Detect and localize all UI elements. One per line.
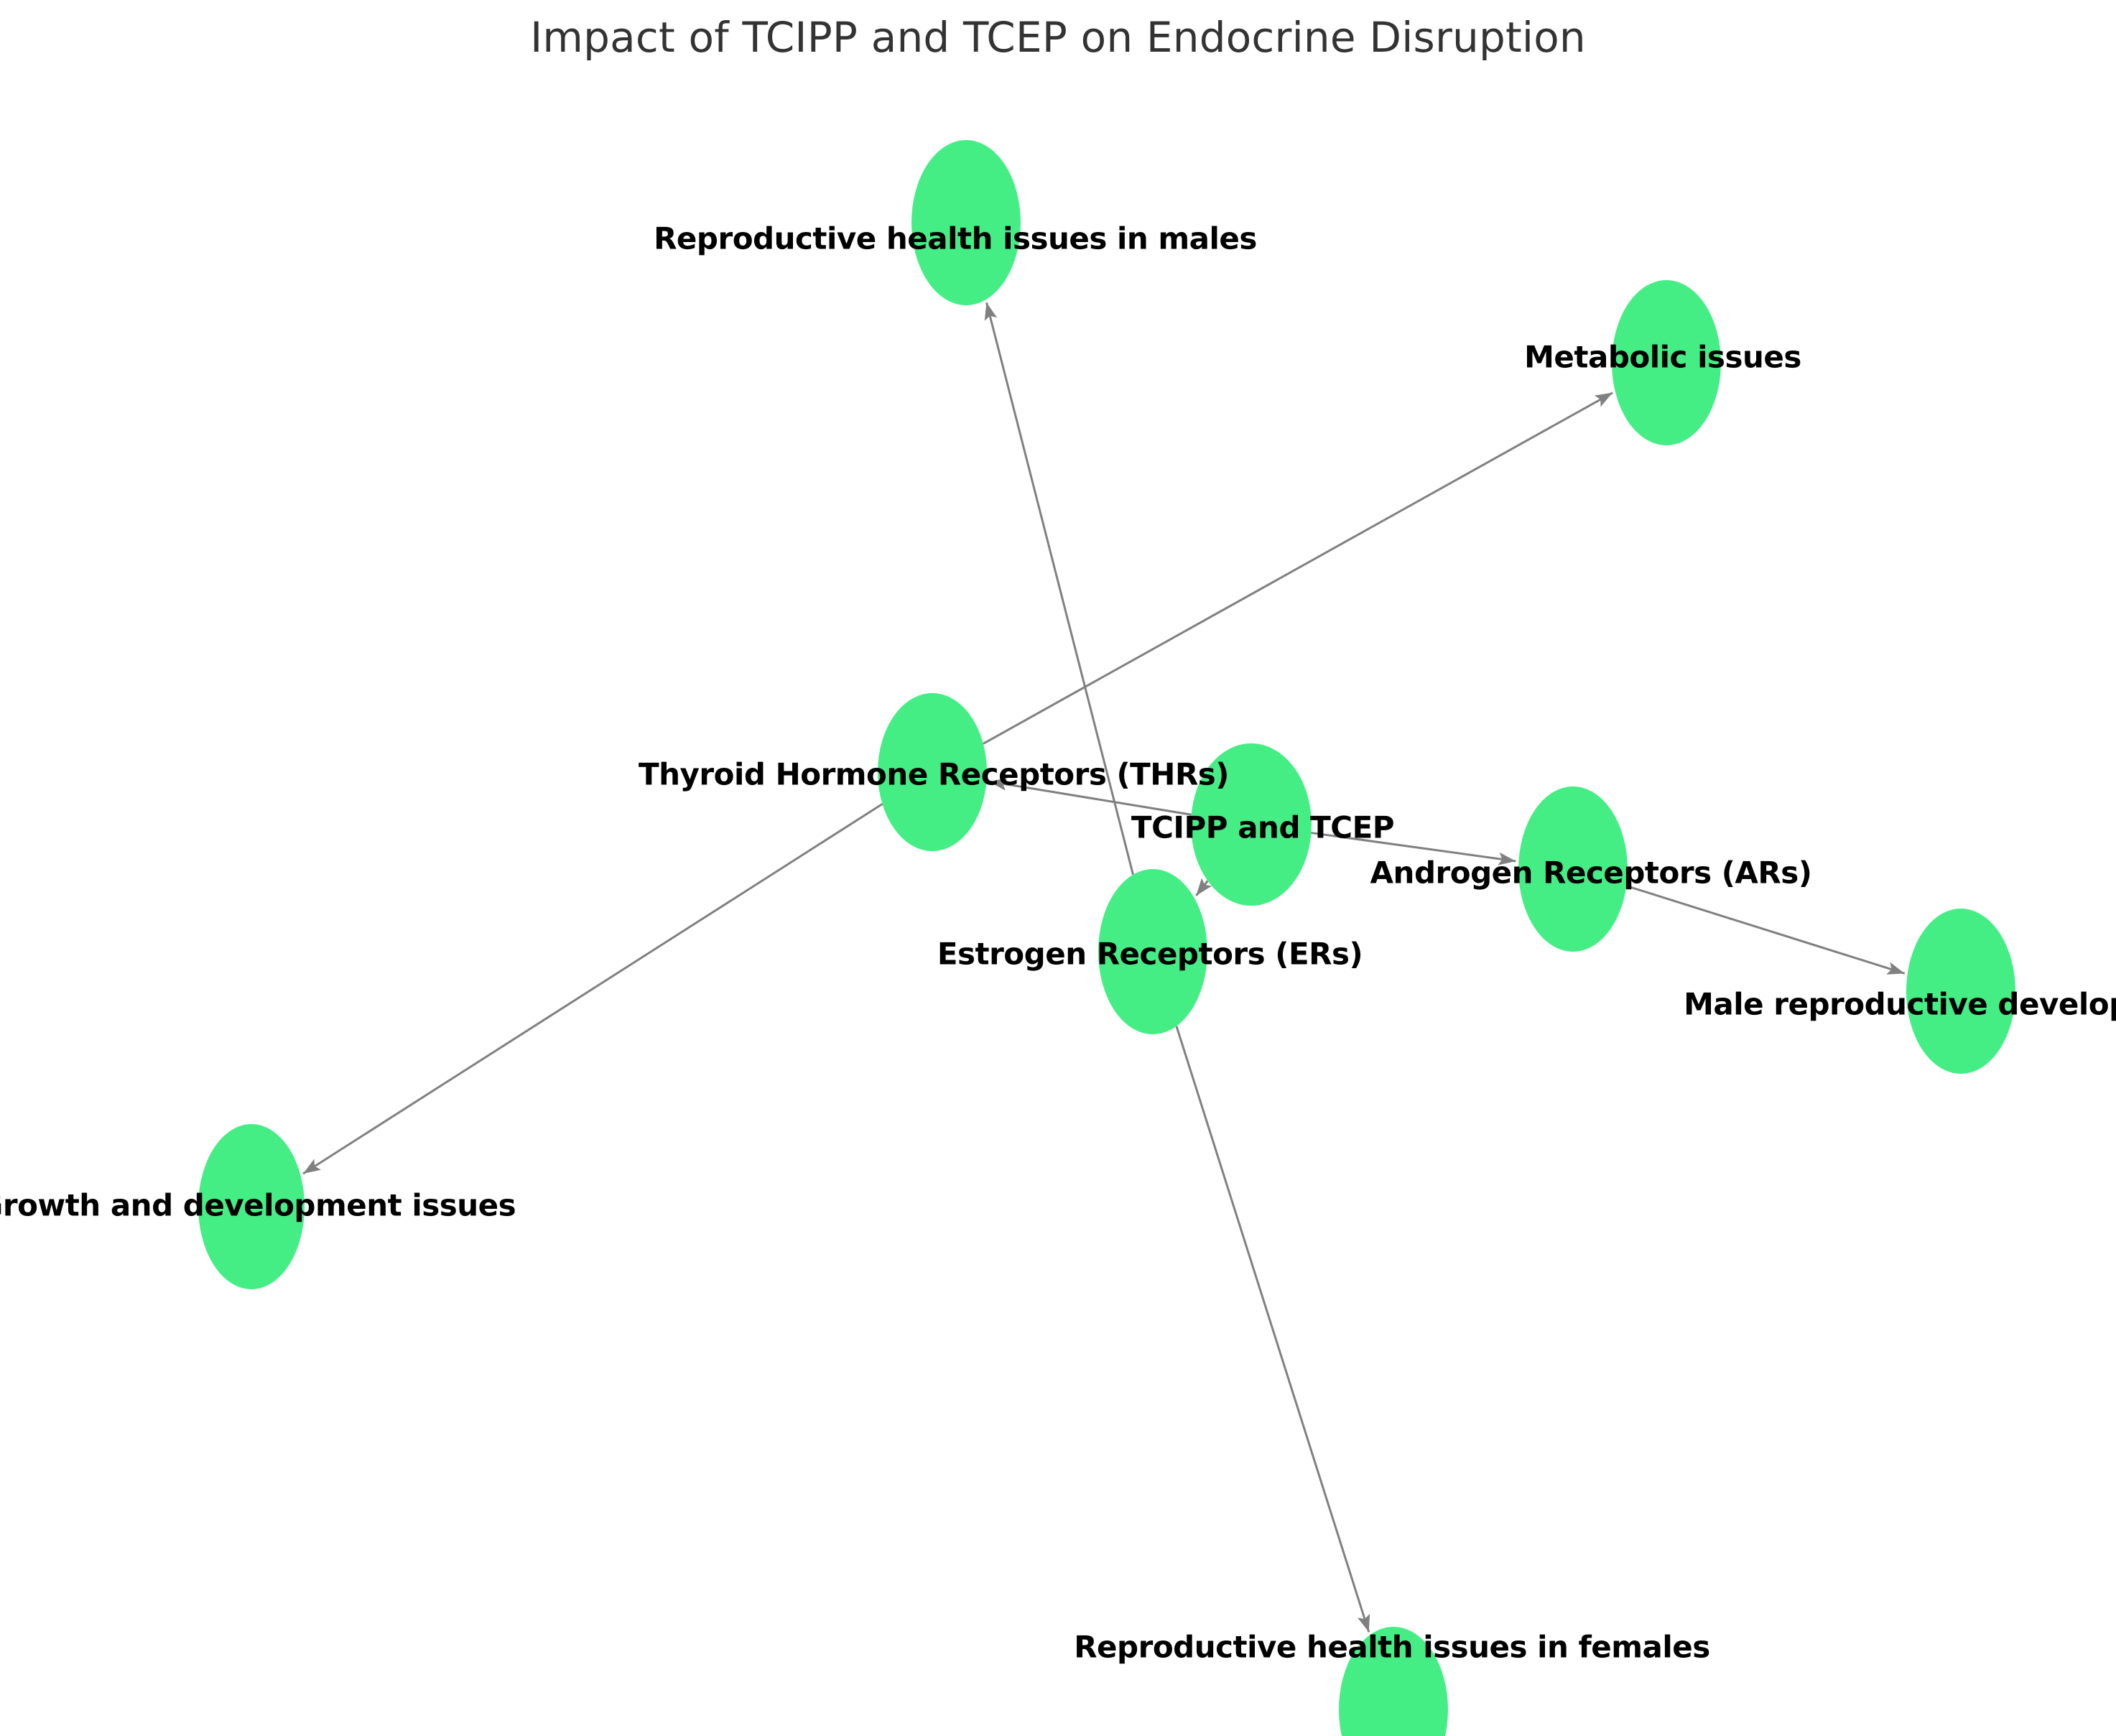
node-male_repro_dev[interactable] <box>1906 909 2015 1074</box>
page-title: Impact of TCIPP and TCEP on Endocrine Di… <box>530 13 1586 62</box>
node-metabolic[interactable] <box>1612 280 1721 445</box>
edge-ers-to-rep_males <box>984 302 1134 876</box>
edge-tcipp_tcep-to-ers <box>1195 878 1212 896</box>
node-rep_females[interactable] <box>1339 1627 1448 1736</box>
node-label-thrs: Thyroid Hormone Receptors (THRs) <box>639 756 1230 792</box>
node-label-rep_males: Reproductive health issues in males <box>654 221 1257 256</box>
node-label-growth: Growth and development issues <box>0 1187 516 1223</box>
node-label-rep_females: Reproductive health issues in females <box>1074 1629 1710 1665</box>
node-rep_males[interactable] <box>911 140 1021 305</box>
edge-thrs-to-growth <box>302 803 883 1175</box>
node-label-ars: Androgen Receptors (ARs) <box>1370 855 1812 891</box>
edge-layer <box>302 302 1906 1633</box>
edge-thrs-to-metabolic <box>983 391 1613 745</box>
edge-ers-to-rep_females <box>1175 1026 1370 1633</box>
node-label-ers: Estrogen Receptors (ERs) <box>937 936 1363 972</box>
node-tcipp_tcep[interactable] <box>1191 743 1312 906</box>
node-label-male_repro_dev: Male reproductive development <box>1684 986 2116 1022</box>
edge-tcipp_tcep-to-ars <box>1311 832 1516 865</box>
edge-tcipp_tcep-to-thrs <box>989 778 1192 816</box>
node-growth[interactable] <box>198 1124 305 1289</box>
node-label-metabolic: Metabolic issues <box>1524 339 1801 375</box>
node-label-tcipp_tcep: TCIPP and TCEP <box>1131 809 1395 845</box>
node-ars[interactable] <box>1518 786 1628 952</box>
node-layer <box>198 140 2015 1736</box>
node-ers[interactable] <box>1098 869 1207 1034</box>
node-thrs[interactable] <box>878 693 987 851</box>
edge-ars-to-male_repro_dev <box>1625 884 1906 975</box>
